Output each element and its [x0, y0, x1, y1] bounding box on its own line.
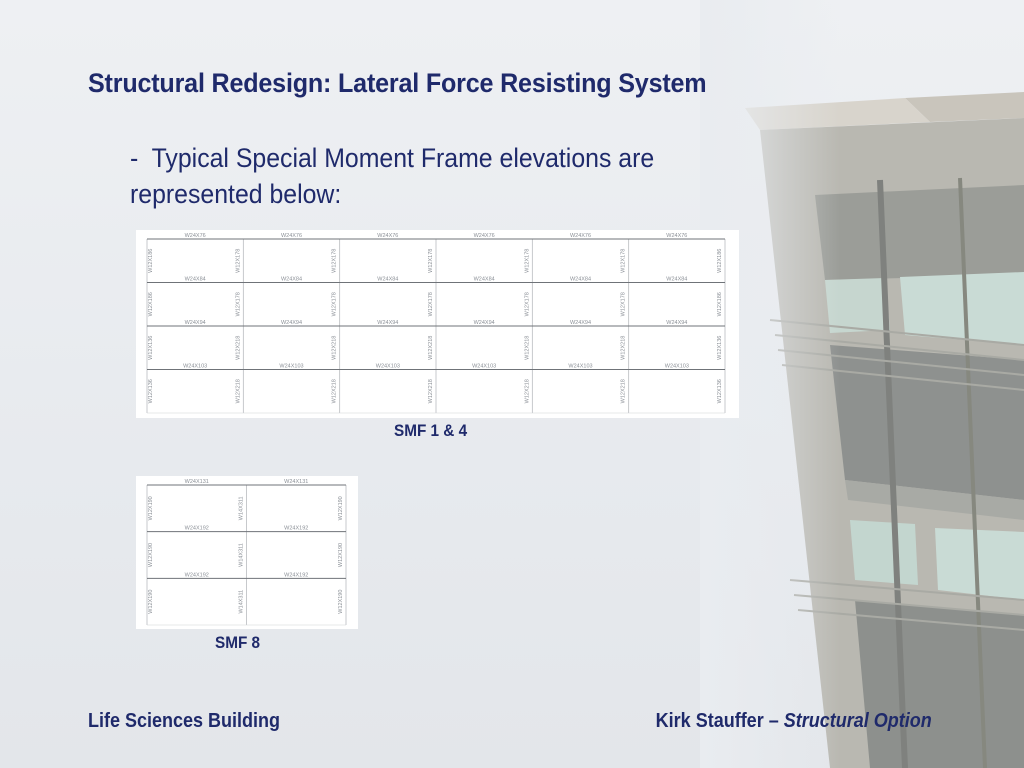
column-label: W12X178 [428, 249, 434, 273]
column-label: W12X186 [148, 249, 154, 273]
beam-label: W24X84 [570, 277, 591, 283]
column-label: W12X218 [621, 336, 627, 360]
slide-title: Structural Redesign: Lateral Force Resis… [88, 68, 707, 98]
column-label: W12X178 [332, 292, 338, 316]
column-label: W12X218 [428, 336, 434, 360]
beam-label: W24X131 [284, 479, 308, 485]
column-label: W12X190 [338, 496, 344, 520]
smf-1-4-caption: SMF 1 & 4 [394, 421, 468, 440]
column-label: W12X178 [332, 249, 338, 273]
column-label: W12X190 [338, 543, 344, 567]
beam-label: W24X192 [284, 572, 308, 578]
column-label: W14X311 [239, 590, 245, 614]
beam-label: W24X76 [281, 233, 302, 239]
beam-label: W24X94 [474, 320, 495, 326]
bullet-text: Typical Special Moment Frame elevations … [130, 143, 655, 209]
beam-label: W24X76 [377, 233, 398, 239]
smf-8-caption: SMF 8 [215, 633, 261, 652]
column-label: W12X178 [621, 249, 627, 273]
beam-label: W24X94 [185, 320, 206, 326]
column-label: W12X136 [148, 379, 154, 403]
beam-label: W24X76 [666, 233, 687, 239]
beam-label: W24X76 [570, 233, 591, 239]
footer-option: Structural Option [783, 710, 932, 732]
column-label: W12X136 [148, 336, 154, 360]
beam-label: W24X131 [185, 479, 209, 485]
beam-label: W24X94 [570, 320, 591, 326]
footer-author-name: Kirk Stauffer [655, 710, 764, 732]
column-label: W12X190 [338, 590, 344, 614]
column-label: W12X218 [524, 336, 530, 360]
column-label: W12X136 [717, 379, 723, 403]
column-label: W12X218 [621, 379, 627, 403]
beam-label: W24X84 [474, 277, 495, 283]
footer-author: Kirk Stauffer – Structural Option [656, 710, 932, 733]
beam-label: W24X94 [666, 320, 687, 326]
beam-label: W24X103 [183, 364, 207, 370]
beam-label: W24X84 [666, 277, 687, 283]
column-label: W12X178 [235, 249, 241, 273]
column-label: W14X311 [239, 496, 245, 520]
beam-label: W24X103 [279, 364, 303, 370]
beam-label: W24X103 [665, 364, 689, 370]
column-label: W12X178 [235, 292, 241, 316]
column-label: W12X178 [621, 292, 627, 316]
beam-label: W24X192 [185, 572, 209, 578]
column-label: W12X218 [428, 379, 434, 403]
column-label: W14X311 [239, 543, 245, 567]
bullet-marker: - [130, 143, 139, 173]
column-label: W12X178 [428, 292, 434, 316]
column-label: W12X218 [332, 336, 338, 360]
beam-label: W24X94 [377, 320, 398, 326]
column-label: W12X178 [524, 249, 530, 273]
bullet-point: - Typical Special Moment Frame elevation… [130, 140, 719, 212]
beam-label: W24X103 [376, 364, 400, 370]
column-label: W12X186 [717, 249, 723, 273]
column-label: W12X190 [148, 590, 154, 614]
beam-label: W24X94 [281, 320, 302, 326]
footer-building-name: Life Sciences Building [88, 710, 281, 732]
beam-label: W24X84 [377, 277, 398, 283]
beam-label: W24X84 [281, 277, 302, 283]
column-label: W12X178 [524, 292, 530, 316]
beam-label: W24X84 [185, 277, 206, 283]
beam-label: W24X76 [185, 233, 206, 239]
column-label: W12X190 [148, 543, 154, 567]
column-label: W12X218 [235, 379, 241, 403]
column-label: W12X218 [332, 379, 338, 403]
column-label: W12X186 [148, 292, 154, 316]
column-label: W12X190 [148, 496, 154, 520]
beam-label: W24X192 [284, 526, 308, 532]
beam-label: W24X76 [474, 233, 495, 239]
footer-separator: – [768, 710, 779, 732]
beam-label: W24X103 [472, 364, 496, 370]
column-label: W12X186 [717, 292, 723, 316]
column-label: W12X218 [524, 379, 530, 403]
column-label: W12X218 [235, 336, 241, 360]
beam-label: W24X103 [568, 364, 592, 370]
beam-label: W24X192 [185, 526, 209, 532]
column-label: W12X136 [717, 336, 723, 360]
